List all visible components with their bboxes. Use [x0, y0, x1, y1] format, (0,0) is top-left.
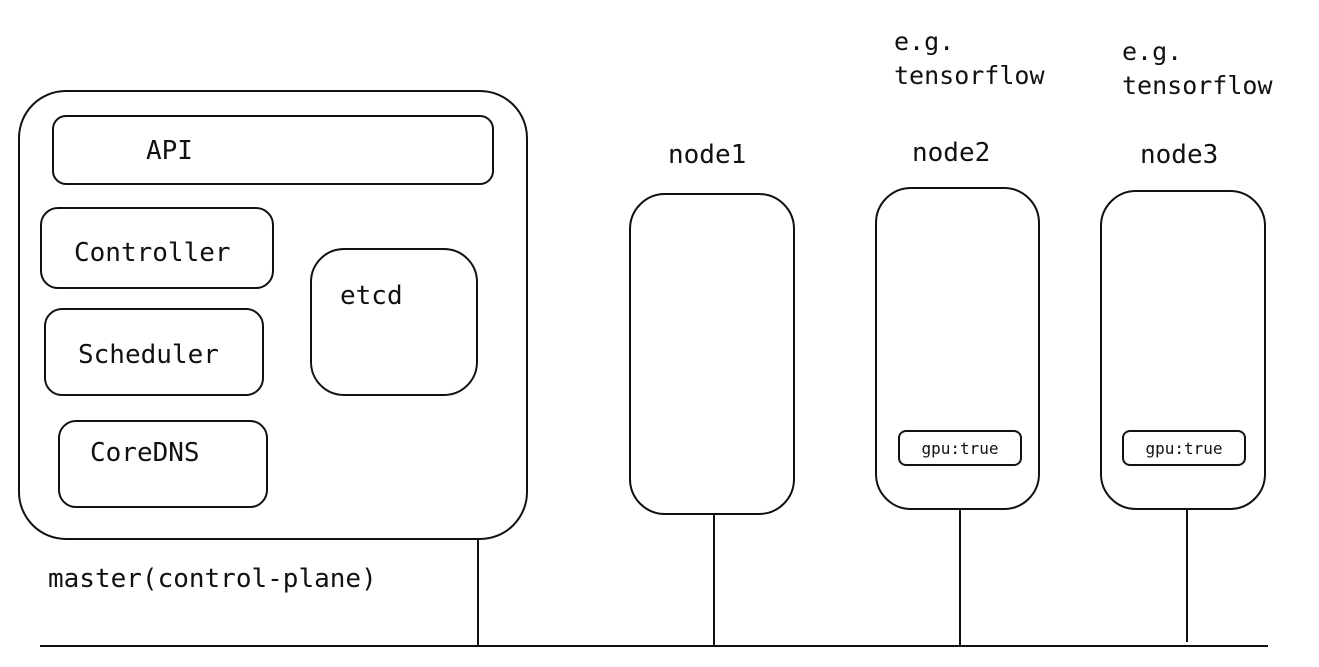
coredns-label: CoreDNS	[90, 438, 200, 468]
node2-gpu-tag: gpu:true	[898, 430, 1022, 466]
api-label: API	[146, 136, 193, 166]
scheduler-label: Scheduler	[78, 340, 219, 370]
node1-box	[629, 193, 795, 515]
controller-box	[40, 207, 274, 289]
node3-connector-line	[1186, 508, 1188, 642]
node2-connector-line	[959, 508, 961, 646]
node3-label: node3	[1140, 140, 1219, 170]
node3-box	[1100, 190, 1266, 510]
node2-note: e.g. tensorflow	[894, 27, 1045, 90]
controller-label: Controller	[74, 238, 231, 268]
node2-box	[875, 187, 1040, 510]
coredns-box	[58, 420, 268, 508]
node3-note: e.g. tensorflow	[1122, 37, 1273, 100]
etcd-box	[310, 248, 478, 396]
node1-connector-line	[713, 513, 715, 646]
master-label: master(control-plane)	[48, 564, 377, 594]
node1-label: node1	[668, 140, 747, 170]
etcd-label: etcd	[340, 281, 403, 311]
network-bus-line	[40, 645, 1268, 647]
scheduler-box	[44, 308, 264, 396]
node3-gpu-tag: gpu:true	[1122, 430, 1246, 466]
node2-label: node2	[912, 138, 991, 168]
api-box	[52, 115, 494, 185]
master-connector-line	[477, 538, 479, 646]
